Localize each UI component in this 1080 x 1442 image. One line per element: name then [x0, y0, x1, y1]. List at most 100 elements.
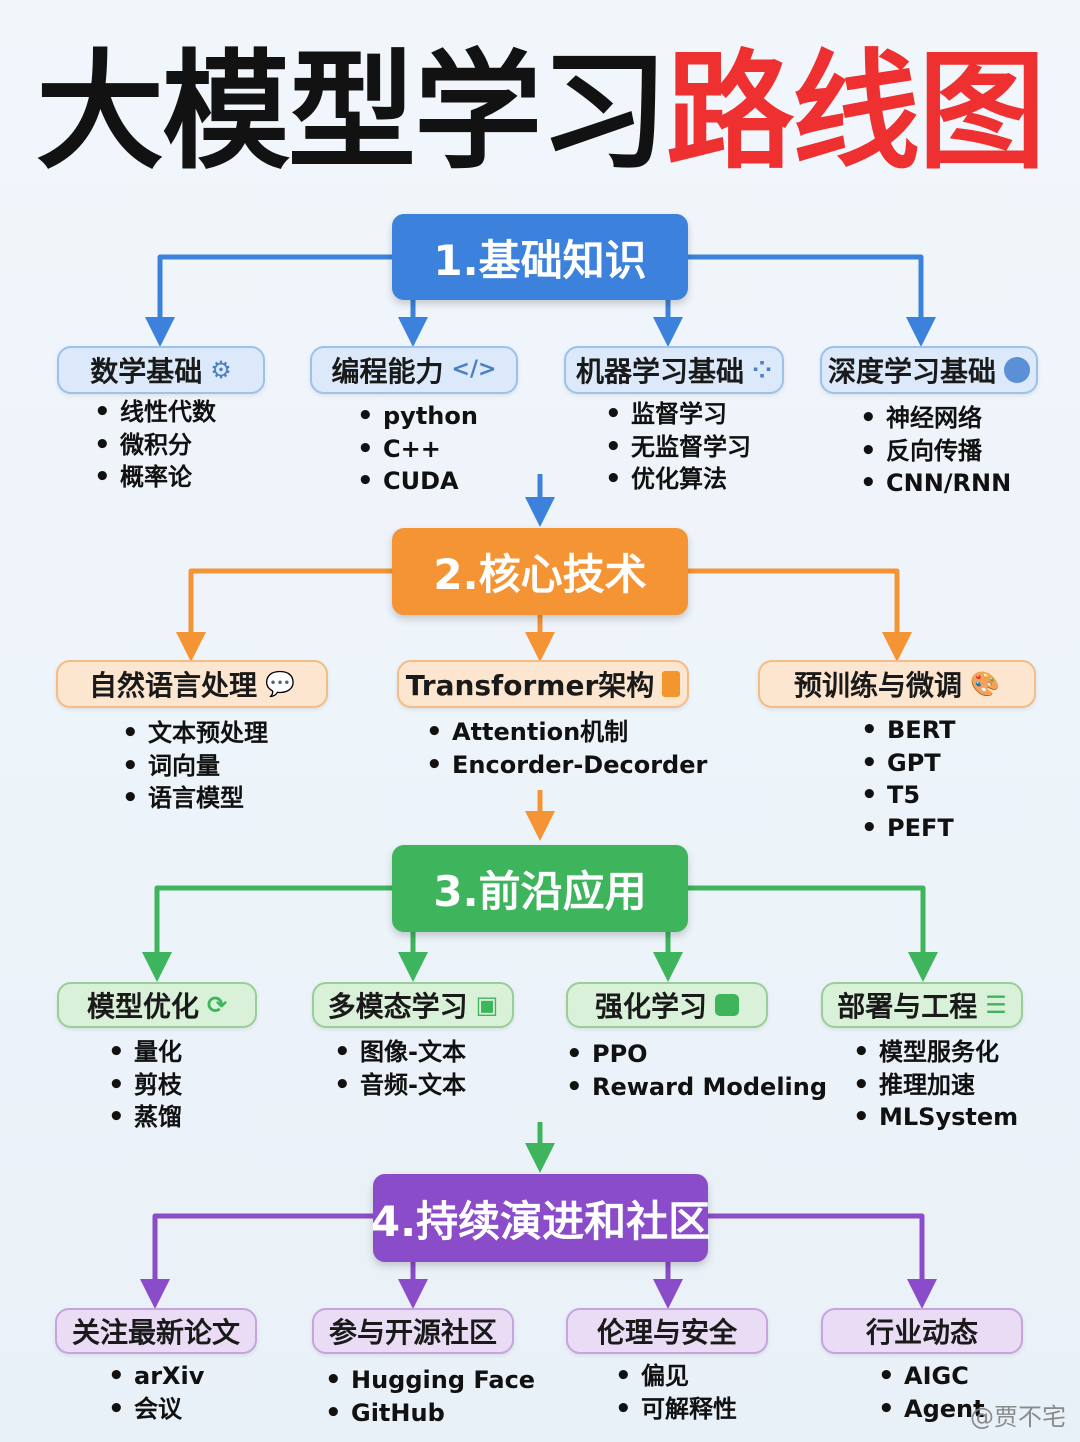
topic-open-source-community: 参与开源社区 [312, 1308, 514, 1354]
topic-items-multimodal: 图像-文本 音频-文本 [334, 1036, 466, 1101]
topic-nlp: 自然语言处理 💬 [56, 660, 328, 708]
topic-ml-basics: 机器学习基础 ⁘ [564, 346, 784, 394]
topic-reinforcement-learning: 强化学习 [566, 982, 768, 1028]
list-item: 微积分 [94, 429, 216, 462]
topic-label: 深度学习基础 [827, 355, 996, 388]
stage-4-box: 4.持续演进和社区 [371, 1174, 710, 1262]
connector-stage2-topic3 [688, 568, 912, 662]
topic-label: 多模态学习 [327, 990, 468, 1023]
topic-label: 预训练与微调 [794, 669, 963, 702]
server-icon: ☰ [985, 991, 1007, 1019]
stage-2-box: 2.核心技术 [392, 528, 688, 615]
list-item: 反向传播 [860, 435, 1011, 468]
stage-3-box: 3.前沿应用 [392, 845, 688, 932]
transformer-icon [662, 671, 681, 697]
connector-stage3-topic4 [688, 885, 938, 982]
list-item: PEFT [861, 812, 955, 845]
list-item: T5 [861, 779, 955, 812]
topic-items-open-source: Hugging Face GitHub [325, 1364, 535, 1429]
topic-items-math: 线性代数 微积分 概率论 [94, 396, 216, 494]
list-item: C++ [357, 433, 478, 466]
list-item: BERT [861, 714, 955, 747]
list-item: 语言模型 [122, 782, 268, 815]
refresh-gear-icon: ⟳ [206, 991, 228, 1019]
list-item: 概率论 [94, 461, 216, 494]
list-item: Agent [878, 1393, 985, 1426]
list-item: 线性代数 [94, 396, 216, 429]
list-item: 可解释性 [615, 1393, 737, 1426]
topic-model-optimization: 模型优化 ⟳ [57, 982, 257, 1028]
topic-deployment: 部署与工程 ☰ [821, 982, 1023, 1028]
connector-stage1-topic4 [688, 254, 936, 347]
topic-items-rl: PPO Reward Modeling [566, 1038, 827, 1103]
topic-items-ml-basics: 监督学习 无监督学习 优化算法 [605, 398, 751, 496]
topic-pretrain-finetune: 预训练与微调 🎨 [758, 660, 1036, 708]
page-title: 大模型学习路线图 [0, 38, 1080, 188]
watermark: @贾不宅 [970, 1403, 1066, 1431]
list-item: Attention机制 [426, 716, 707, 749]
palette-icon: 🎨 [970, 670, 1000, 698]
list-item: AIGC [878, 1360, 985, 1393]
topic-programming: 编程能力 </> [310, 346, 518, 394]
connector-stage3-topic1 [142, 885, 392, 982]
list-item: 蒸馏 [108, 1101, 182, 1134]
title-part-black: 大模型学习 [35, 38, 668, 187]
topic-ethics-safety: 伦理与安全 [566, 1308, 768, 1354]
topic-label: 自然语言处理 [89, 669, 258, 702]
list-item: python [357, 400, 478, 433]
topic-items-deployment: 模型服务化 推理加速 MLSystem [853, 1036, 1018, 1134]
topic-label: 编程能力 [331, 355, 444, 388]
list-item: GPT [861, 747, 955, 780]
topic-label: 强化学习 [594, 990, 707, 1023]
list-item: 偏见 [615, 1360, 737, 1393]
robot-icon [715, 994, 739, 1016]
stage-1-box: 1.基础知识 [392, 214, 688, 300]
topic-items-papers: arXiv 会议 [108, 1360, 204, 1425]
topic-label: 伦理与安全 [596, 1316, 737, 1349]
topic-industry-trends: 行业动态 [821, 1308, 1023, 1354]
list-item: 文本预处理 [122, 717, 268, 750]
list-item: 模型服务化 [853, 1036, 1018, 1069]
list-item: MLSystem [853, 1101, 1018, 1134]
list-item: 图像-文本 [334, 1036, 466, 1069]
connector-stage2-topic1 [176, 568, 392, 662]
topic-latest-papers: 关注最新论文 [55, 1308, 257, 1354]
brain-icon [1004, 357, 1030, 383]
code-icon: </> [451, 357, 497, 382]
topic-multimodal: 多模态学习 ▣ [312, 982, 514, 1028]
topic-items-dl-basics: 神经网络 反向传播 CNN/RNN [860, 402, 1011, 500]
title-part-red: 路线图 [666, 38, 1046, 187]
topic-label: 关注最新论文 [71, 1316, 240, 1349]
list-item: 无监督学习 [605, 431, 751, 464]
list-item: 优化算法 [605, 463, 751, 496]
topic-items-programming: python C++ CUDA [357, 400, 478, 498]
connector-stage4-topic4 [708, 1213, 937, 1309]
list-item: Encorder-Decorder [426, 749, 707, 782]
topic-items-nlp: 文本预处理 词向量 语言模型 [122, 717, 268, 815]
list-item: 神经网络 [860, 402, 1011, 435]
list-item: PPO [566, 1038, 827, 1071]
list-item: 音频-文本 [334, 1069, 466, 1102]
list-item: 词向量 [122, 750, 268, 783]
topic-label: 行业动态 [865, 1316, 978, 1349]
scatter-plot-icon: ⁘ [751, 356, 773, 384]
list-item: Hugging Face [325, 1364, 535, 1397]
list-item: Reward Modeling [566, 1071, 827, 1104]
list-item: CUDA [357, 465, 478, 498]
list-item: 推理加速 [853, 1069, 1018, 1102]
multimodal-icon: ▣ [475, 991, 499, 1019]
list-item: 剪枝 [108, 1069, 182, 1102]
topic-items-pretrain: BERT GPT T5 PEFT [861, 714, 955, 844]
chat-bubbles-icon: 💬 [265, 670, 295, 698]
topic-dl-basics: 深度学习基础 [820, 346, 1038, 394]
topic-items-ethics: 偏见 可解释性 [615, 1360, 737, 1425]
list-item: arXiv [108, 1360, 204, 1393]
topic-transformer: Transformer架构 [397, 660, 689, 708]
list-item: 量化 [108, 1036, 182, 1069]
topic-label: 模型优化 [86, 990, 199, 1023]
topic-items-optimization: 量化 剪枝 蒸馏 [108, 1036, 182, 1134]
topic-label: 机器学习基础 [575, 355, 744, 388]
connector-stage4-topic1 [140, 1213, 373, 1309]
list-item: GitHub [325, 1397, 535, 1430]
